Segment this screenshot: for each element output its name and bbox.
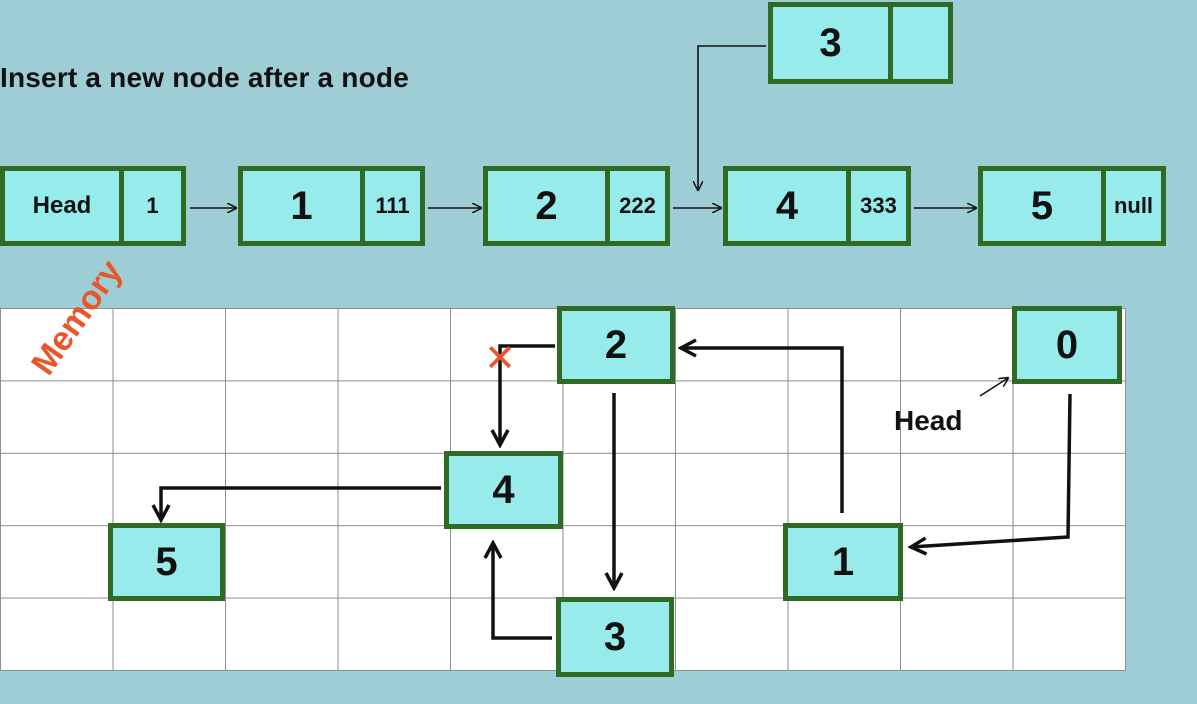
diagram-title: Insert a new node after a node — [0, 62, 409, 93]
new-node-insert-arrow — [698, 45, 766, 190]
memory-head-label: Head — [894, 405, 963, 436]
chain-node-2: 2 222 — [483, 166, 670, 246]
memory-node-3: 3 — [556, 597, 674, 677]
chain-node-pointer: null — [1101, 171, 1161, 241]
chain-node-head: Head 1 — [0, 166, 186, 246]
memory-node-2: 2 — [557, 306, 675, 384]
new-node: 3 — [768, 2, 953, 84]
memory-arrow-head-to-0 — [979, 378, 1008, 397]
chain-node-value: 5 — [1030, 183, 1054, 228]
memory-arrow-3-to-4 — [493, 543, 552, 640]
chain-node-value: Head — [32, 192, 92, 219]
chain-node-value: 2 — [535, 183, 558, 228]
memory-node-1: 1 — [783, 523, 903, 601]
chain-node-value: 1 — [290, 183, 313, 228]
chain-node-5: 5 null — [978, 166, 1166, 246]
chain-node-pointer: 1 — [119, 171, 181, 241]
memory-arrow-4-to-5 — [161, 486, 441, 520]
memory-node-0: 0 — [1012, 306, 1122, 384]
chain-node-pointer: 222 — [605, 171, 665, 241]
memory-node-4: 4 — [444, 451, 563, 529]
memory-node-5: 5 — [108, 523, 225, 601]
memory-arrow-0-to-1 — [911, 393, 1072, 547]
chain-node-pointer: 333 — [846, 171, 906, 241]
memory-arrow-1-to-2 — [681, 348, 844, 513]
new-node-value: 3 — [819, 20, 842, 65]
chain-node-pointer: 111 — [360, 171, 420, 241]
removed-link-mark: ✕ — [484, 336, 516, 380]
new-node-pointer — [888, 7, 948, 79]
chain-node-4: 4 333 — [723, 166, 911, 246]
chain-node-1: 1 111 — [238, 166, 425, 246]
chain-node-value: 4 — [775, 183, 799, 228]
memory-arrow-2-to-4 — [500, 344, 555, 445]
